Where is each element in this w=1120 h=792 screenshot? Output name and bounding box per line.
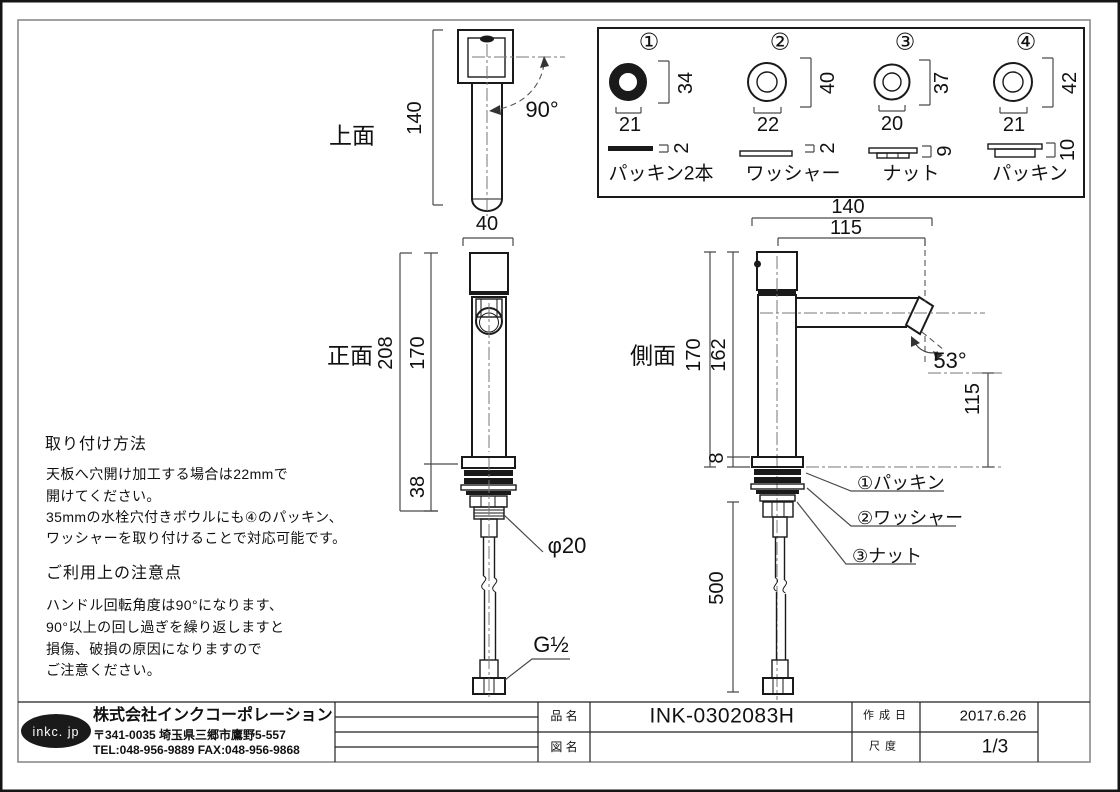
part-3-number: ③ — [894, 28, 916, 55]
dim-thread-size: G½ — [533, 632, 569, 657]
part-1-id: 21 — [618, 114, 642, 136]
top-view-label: 上面 — [329, 122, 375, 149]
instructions-line: ご注意ください。 — [46, 662, 162, 678]
part-1-thickness: 2 — [671, 142, 693, 154]
dim-hose-length: 500 — [706, 571, 728, 605]
dim-handle-angle: 90° — [525, 97, 559, 122]
parts-box-geometry — [597, 27, 1085, 198]
instructions-line: ハンドル回転角度は90°になります、 — [46, 597, 284, 613]
company-logo — [21, 714, 91, 748]
item-name-label: 品 名 — [550, 709, 578, 723]
part-3-name: ナット — [882, 163, 940, 185]
dim-side-reach: 115 — [830, 217, 862, 239]
part-1-od: 34 — [675, 71, 697, 95]
instructions-heading-install: 取り付け方法 — [45, 436, 148, 453]
dim-shank-dia: φ20 — [547, 533, 587, 558]
part-4-name: パッキン — [992, 163, 1068, 185]
instructions-line: 開けてください。 — [46, 488, 161, 504]
item-name-value: INK-0302083H — [649, 704, 795, 728]
dim-side-depth: 140 — [831, 196, 865, 218]
part-4-id: 21 — [1002, 114, 1026, 136]
part-2-number: ② — [769, 28, 791, 55]
instructions-line: ワッシャーを取り付けることで対応可能です。 — [46, 530, 347, 546]
part-3-thickness: 9 — [934, 145, 956, 157]
dim-front-total: 208 — [375, 336, 397, 370]
drawing-frame — [17, 19, 1091, 763]
front-view-label: 正面 — [327, 342, 373, 369]
company-name: 株式会社インクコーポレーション — [93, 707, 333, 724]
part-2-od: 40 — [817, 71, 839, 95]
dim-spout-drop: 115 — [962, 383, 984, 415]
instructions-heading-caution: ご利用上の注意点 — [46, 565, 183, 582]
drawing-name-label: 図 名 — [550, 740, 578, 754]
part-4-number: ④ — [1015, 28, 1037, 55]
part-1-number: ① — [638, 28, 660, 55]
callout-nut: ③ナット — [852, 546, 923, 566]
side-view-geometry — [704, 217, 1002, 700]
instructions-line: 35mmの水栓穴付きボウルにも④のパッキン、 — [46, 509, 343, 525]
part-3-id: 20 — [880, 113, 904, 135]
dim-front-above: 170 — [407, 336, 429, 370]
side-view-label: 側面 — [630, 342, 676, 369]
dim-top-width: 40 — [475, 213, 499, 235]
part-2-id: 22 — [756, 114, 780, 136]
instructions-line: 損傷、破損の原因になりますので — [46, 641, 262, 657]
dim-side-height: 170 — [683, 338, 705, 372]
top-view-geometry — [432, 29, 565, 246]
date-value: 2017.6.26 — [959, 707, 1027, 725]
company-telfax: TEL:048-956-9889 FAX:048-956-9868 — [93, 743, 300, 757]
front-view-geometry — [399, 252, 570, 700]
logo-text: inkc. jp — [32, 724, 80, 739]
part-3-od: 37 — [931, 71, 953, 95]
part-2-thickness: 2 — [817, 142, 839, 154]
scale-label: 尺 度 — [868, 740, 898, 753]
instructions-line: 天板へ穴開け加工する場合は22mmで — [46, 466, 289, 482]
dim-side-base: 8 — [706, 452, 728, 464]
company-address: 〒341-0035 埼玉県三郷市鷹野5-557 — [93, 728, 286, 742]
dim-spout-angle: 53° — [933, 348, 967, 373]
scale-value: 1/3 — [981, 736, 1009, 758]
title-block-geometry — [18, 701, 1090, 762]
part-2-name: ワッシャー — [745, 163, 841, 185]
dim-top-length: 140 — [404, 101, 426, 135]
instructions-line: 90°以上の回し過ぎを繰り返しますと — [46, 619, 285, 635]
part-1-name: パッキン2本 — [608, 163, 714, 185]
part-4-od: 42 — [1059, 71, 1081, 95]
date-label: 作 成 日 — [862, 709, 908, 722]
callout-washer: ②ワッシャー — [857, 508, 964, 528]
callout-packing: ①パッキン — [857, 473, 945, 493]
part-4-thickness: 10 — [1057, 138, 1079, 162]
dim-front-below: 38 — [407, 475, 429, 499]
dim-side-body: 162 — [708, 338, 730, 372]
